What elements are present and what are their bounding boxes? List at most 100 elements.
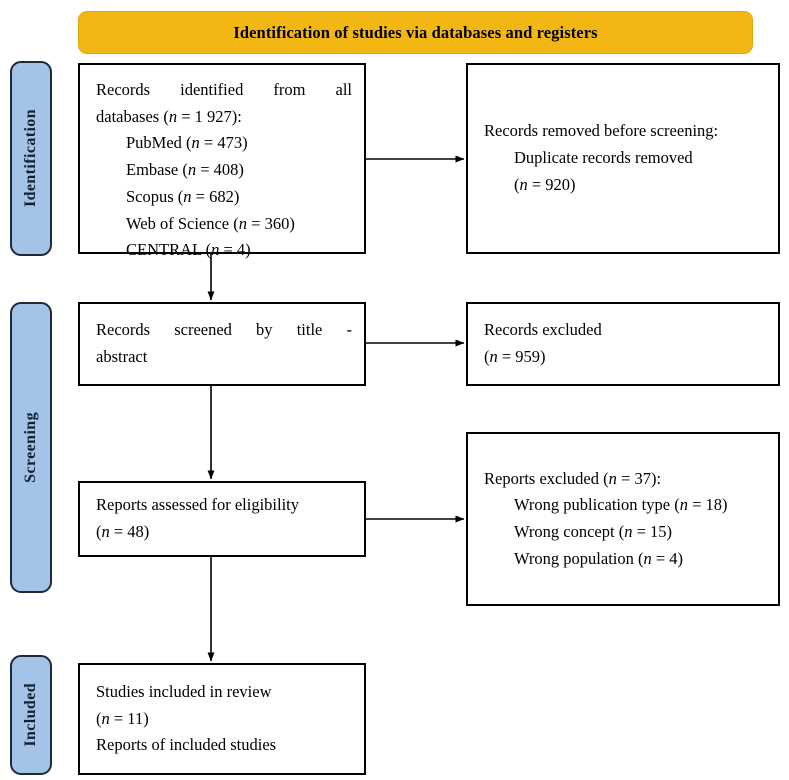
records-removed-line-1: Records removed before screening: xyxy=(484,121,719,141)
banner-title: Identification of studies via databases … xyxy=(233,22,598,42)
source-scopus: Scopus (n = 682) xyxy=(96,184,352,211)
records-removed-line-2: Duplicate records removed xyxy=(514,148,693,168)
eligibility-line-1: Reports assessed for eligibility xyxy=(96,495,300,515)
reason-wrong-concept-count: 15 xyxy=(650,522,667,541)
reports-excluded-header-suffix: = 37): xyxy=(616,468,662,488)
reason-wrong-publication-type-close: ) xyxy=(722,495,728,515)
stage-tab-included-label: Included xyxy=(22,683,39,747)
source-embase-open: ( xyxy=(178,160,188,180)
records-identified-line-2-suffix: = 1 927): xyxy=(177,106,242,126)
stage-tab-included: Included xyxy=(10,655,52,775)
source-web-of-science: Web of Science (n = 360) xyxy=(96,211,352,238)
source-web-of-science-n-italic: n xyxy=(238,213,247,233)
records-excluded-line-1: Records excluded xyxy=(484,320,602,340)
reason-wrong-population-eq: = xyxy=(651,548,670,568)
source-embase-count: 408 xyxy=(213,160,239,180)
source-pubmed-close: ) xyxy=(242,133,248,153)
stage-tab-screening: Screening xyxy=(10,302,52,593)
box-reports-excluded: Reports excluded (n = 37): Wrong publica… xyxy=(466,432,780,606)
reason-wrong-concept: Wrong concept (n = 15) xyxy=(484,519,766,546)
source-central-label: CENTRAL xyxy=(126,240,202,260)
reason-wrong-concept-eq: = xyxy=(632,522,651,541)
source-pubmed-label: PubMed xyxy=(126,133,182,153)
reason-wrong-concept-label: Wrong concept xyxy=(514,522,615,541)
source-scopus-count: 682 xyxy=(209,186,234,206)
source-embase-label: Embase xyxy=(126,160,179,180)
records-excluded-line-2-suffix: = 959) xyxy=(497,347,546,366)
source-web-of-science-eq: = xyxy=(247,213,265,233)
stage-tab-identification-label: Identification xyxy=(22,109,39,208)
source-embase-eq: = xyxy=(196,160,214,180)
source-web-of-science-open: ( xyxy=(229,213,239,233)
banner-identification: Identification of studies via databases … xyxy=(78,11,753,54)
source-pubmed-n-italic: n xyxy=(191,133,200,153)
source-web-of-science-label: Web of Science xyxy=(126,213,230,233)
studies-included-line-2-prefix: ( xyxy=(96,708,102,728)
records-identified-line-2: databases (n = 1 927): xyxy=(96,104,352,131)
source-central-n-italic: n xyxy=(211,240,220,260)
records-excluded-line-2-prefix: ( xyxy=(484,347,490,366)
reason-wrong-population-label: Wrong population xyxy=(514,548,634,568)
reason-wrong-concept-open: ( xyxy=(614,522,625,541)
reason-wrong-concept-n-italic: n xyxy=(624,522,633,541)
box-records-screened: Records screened by title - abstract xyxy=(78,302,366,386)
source-pubmed: PubMed (n = 473) xyxy=(96,130,352,157)
source-web-of-science-count: 360 xyxy=(264,213,290,233)
source-pubmed-open: ( xyxy=(181,133,192,153)
source-pubmed-count: 473 xyxy=(217,133,243,153)
stage-tab-identification: Identification xyxy=(10,61,52,256)
source-scopus-open: ( xyxy=(173,186,184,206)
eligibility-line-2: (n = 48) xyxy=(96,519,352,546)
box-studies-included: Studies included in review (n = 11) Repo… xyxy=(78,663,366,775)
source-embase-close: ) xyxy=(238,160,244,180)
reason-wrong-population: Wrong population (n = 4) xyxy=(484,546,766,573)
reason-wrong-publication-type-eq: = xyxy=(687,495,706,515)
reports-excluded-header: Reports excluded (n = 37): xyxy=(484,466,766,493)
records-removed-line-3-suffix: = 920) xyxy=(527,174,576,194)
stage-tab-screening-label: Screening xyxy=(22,412,39,483)
reason-wrong-publication-type: Wrong publication type (n = 18) xyxy=(484,492,766,519)
reason-wrong-population-n-italic: n xyxy=(643,548,652,568)
records-identified-line-2-n: n xyxy=(168,106,178,126)
reason-wrong-population-count: 4 xyxy=(669,548,678,568)
studies-included-line-2: (n = 11) xyxy=(96,706,352,733)
reason-wrong-population-open: ( xyxy=(633,548,644,568)
box-records-excluded: Records excluded (n = 959) xyxy=(466,302,780,386)
records-excluded-line-2: (n = 959) xyxy=(484,344,766,371)
records-removed-line-3-prefix: ( xyxy=(514,174,520,194)
box-records-identified: Records identified from all databases (n… xyxy=(78,63,366,259)
source-scopus-label: Scopus xyxy=(126,186,174,206)
reports-excluded-header-prefix: Reports excluded ( xyxy=(484,468,609,488)
records-removed-line-3: (n = 920) xyxy=(484,172,766,199)
source-scopus-n-italic: n xyxy=(183,186,192,206)
reason-wrong-publication-type-open: ( xyxy=(670,495,680,515)
reason-wrong-publication-type-n-italic: n xyxy=(679,495,688,515)
records-removed-line-3-n: n xyxy=(519,174,528,194)
source-central: CENTRAL (n = 4) xyxy=(96,237,352,264)
source-web-of-science-close: ) xyxy=(289,213,295,233)
reports-excluded-header-n: n xyxy=(608,468,617,488)
reason-wrong-concept-close: ) xyxy=(666,522,673,541)
reason-wrong-publication-type-label: Wrong publication type xyxy=(514,495,671,515)
records-identified-line-1: Records identified from all xyxy=(96,80,352,99)
source-central-eq: = xyxy=(219,240,237,260)
studies-included-line-3: Reports of included studies xyxy=(96,735,277,755)
studies-included-line-2-suffix: = 11) xyxy=(109,708,149,728)
records-identified-line-2-prefix: databases ( xyxy=(96,106,169,126)
eligibility-line-2-n: n xyxy=(101,522,110,541)
source-embase-n-italic: n xyxy=(187,160,197,180)
source-embase: Embase (n = 408) xyxy=(96,157,352,184)
records-screened-line-1: Records screened by title - xyxy=(96,320,352,340)
source-central-open: ( xyxy=(201,240,212,260)
reason-wrong-population-close: ) xyxy=(677,548,684,568)
box-records-removed: Records removed before screening: Duplic… xyxy=(466,63,780,254)
source-central-close: ) xyxy=(245,240,251,260)
source-scopus-eq: = xyxy=(191,186,210,206)
source-central-count: 4 xyxy=(236,240,246,260)
studies-included-line-1: Studies included in review xyxy=(96,681,272,701)
source-pubmed-eq: = xyxy=(199,133,218,153)
studies-included-line-2-n: n xyxy=(101,708,110,728)
records-excluded-line-2-n: n xyxy=(489,347,498,366)
eligibility-line-2-prefix: ( xyxy=(96,522,102,541)
